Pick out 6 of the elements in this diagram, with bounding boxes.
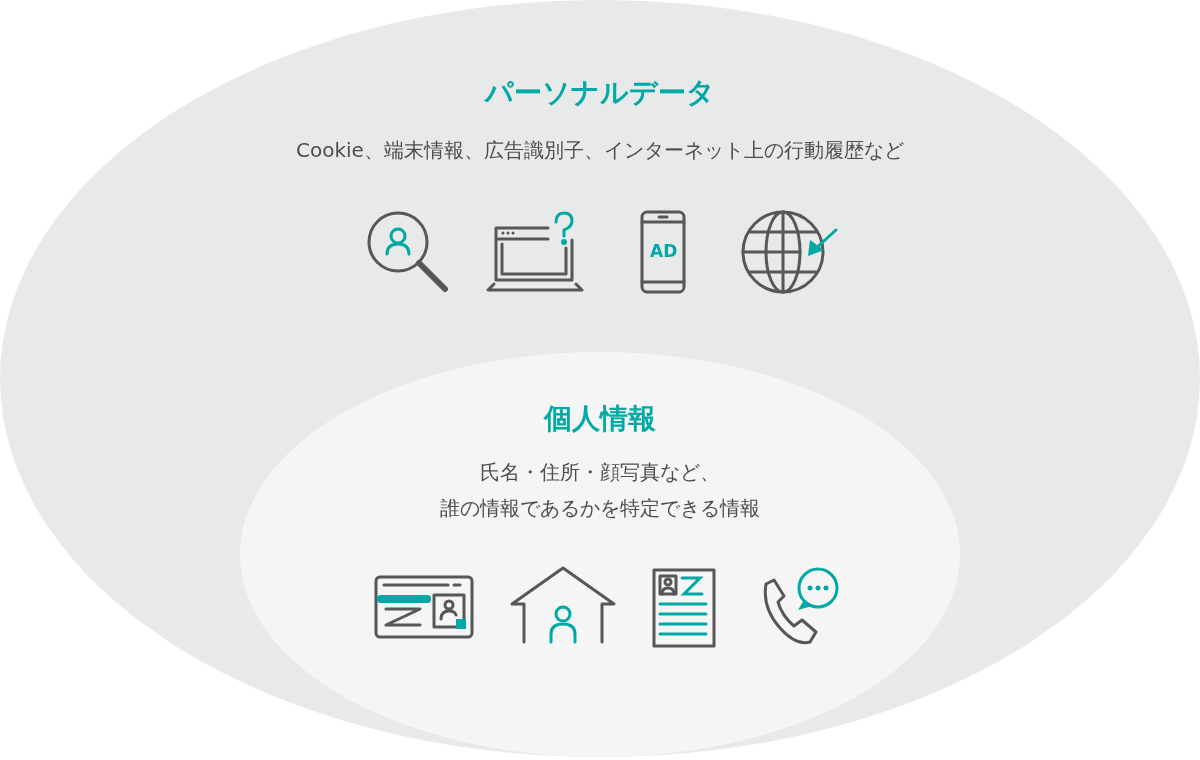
ad-text: AD — [650, 241, 678, 261]
region-heading: パーソナルデータ — [485, 75, 715, 111]
region-heading: 個人情報 — [544, 401, 656, 437]
ellipse-region — [240, 352, 960, 757]
region-description: 氏名・住所・顔写真など、誰の情報であるかを特定できる情報 — [439, 459, 761, 522]
region-description: Cookie、端末情報、広告識別子、インターネット上の行動履歴など — [295, 137, 905, 164]
